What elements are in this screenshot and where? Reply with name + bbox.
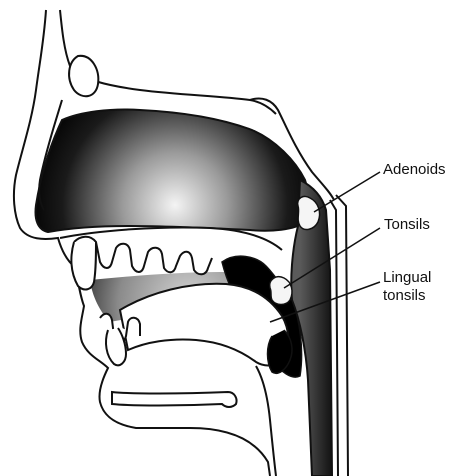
adenoids-label: Adenoids	[383, 161, 446, 179]
sinus-outline	[69, 56, 98, 96]
jaw-line	[112, 392, 237, 407]
nasal-cavity	[36, 109, 309, 232]
tonsils-label: Tonsils	[384, 216, 430, 234]
lingual-tonsils-label: Lingual tonsils	[383, 269, 431, 305]
lingual-tonsils-label-line-1: Lingual	[383, 269, 431, 287]
lingual-tonsils-label-line-2: tonsils	[383, 287, 431, 305]
tonsils	[270, 277, 292, 305]
front-tooth-upper	[71, 242, 96, 289]
